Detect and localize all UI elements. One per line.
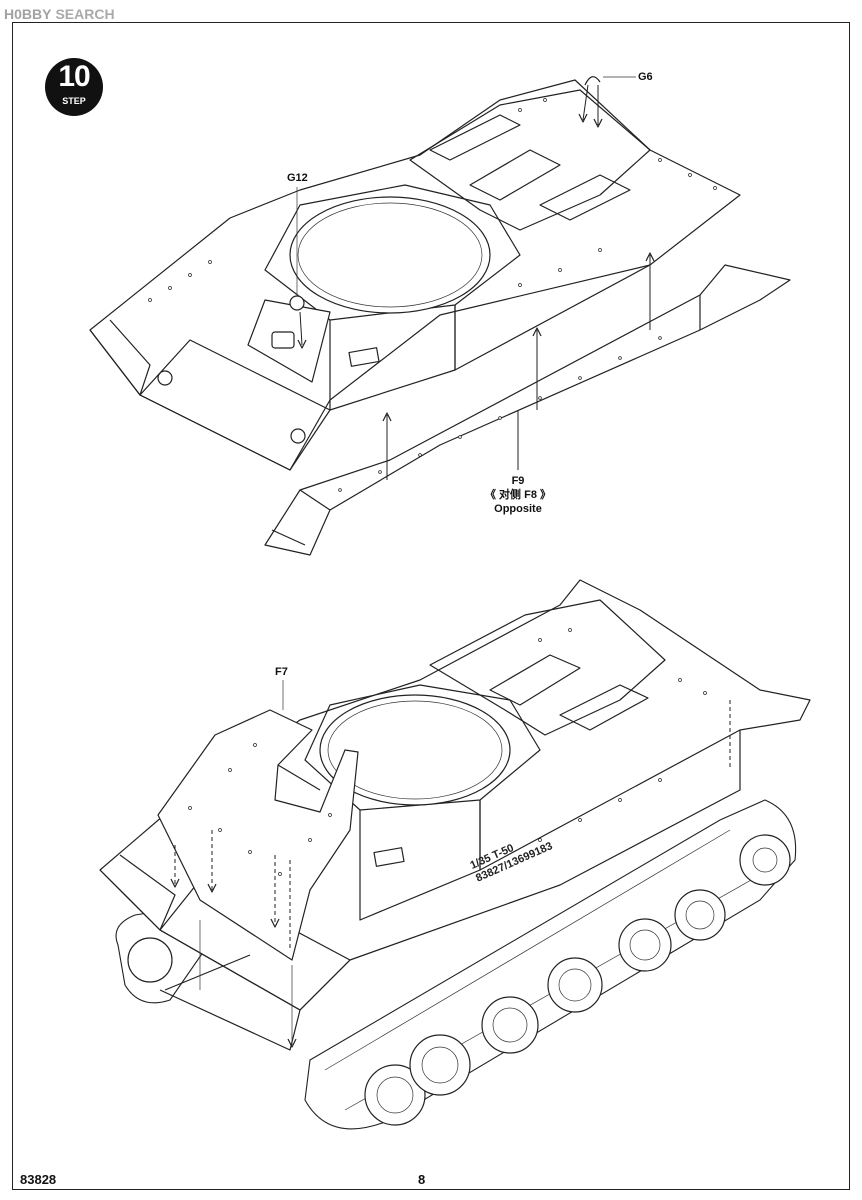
callout-opposite-cn: 《 对侧 F8 》 <box>484 489 551 501</box>
page-number: 8 <box>418 1172 426 1187</box>
step-badge: 10 STEP <box>45 58 103 116</box>
upper-arrows <box>296 76 655 480</box>
watermark-logo: H0BBY <box>4 6 52 22</box>
callout-f7: F7 <box>275 666 288 678</box>
callout-g12: G12 <box>287 172 308 184</box>
lower-arrows <box>170 680 731 1048</box>
fender-f9-drawing <box>264 264 791 556</box>
callout-f9: F9 <box>511 475 525 487</box>
step-number: 10 <box>58 60 90 93</box>
callout-opposite-en: Opposite <box>494 503 542 515</box>
page-frame <box>12 22 850 1190</box>
lower-hull-drawing <box>99 579 811 1130</box>
watermark: H0BBY SEARCH <box>4 4 115 24</box>
watermark-text: SEARCH <box>55 6 115 22</box>
upper-hull-drawing <box>89 79 741 471</box>
callout-f9-group: F9 《 对侧 F8 》 Opposite <box>458 474 578 516</box>
product-code: 83828 <box>20 1172 57 1187</box>
step-label: STEP <box>62 96 86 106</box>
callout-g6: G6 <box>638 71 653 83</box>
